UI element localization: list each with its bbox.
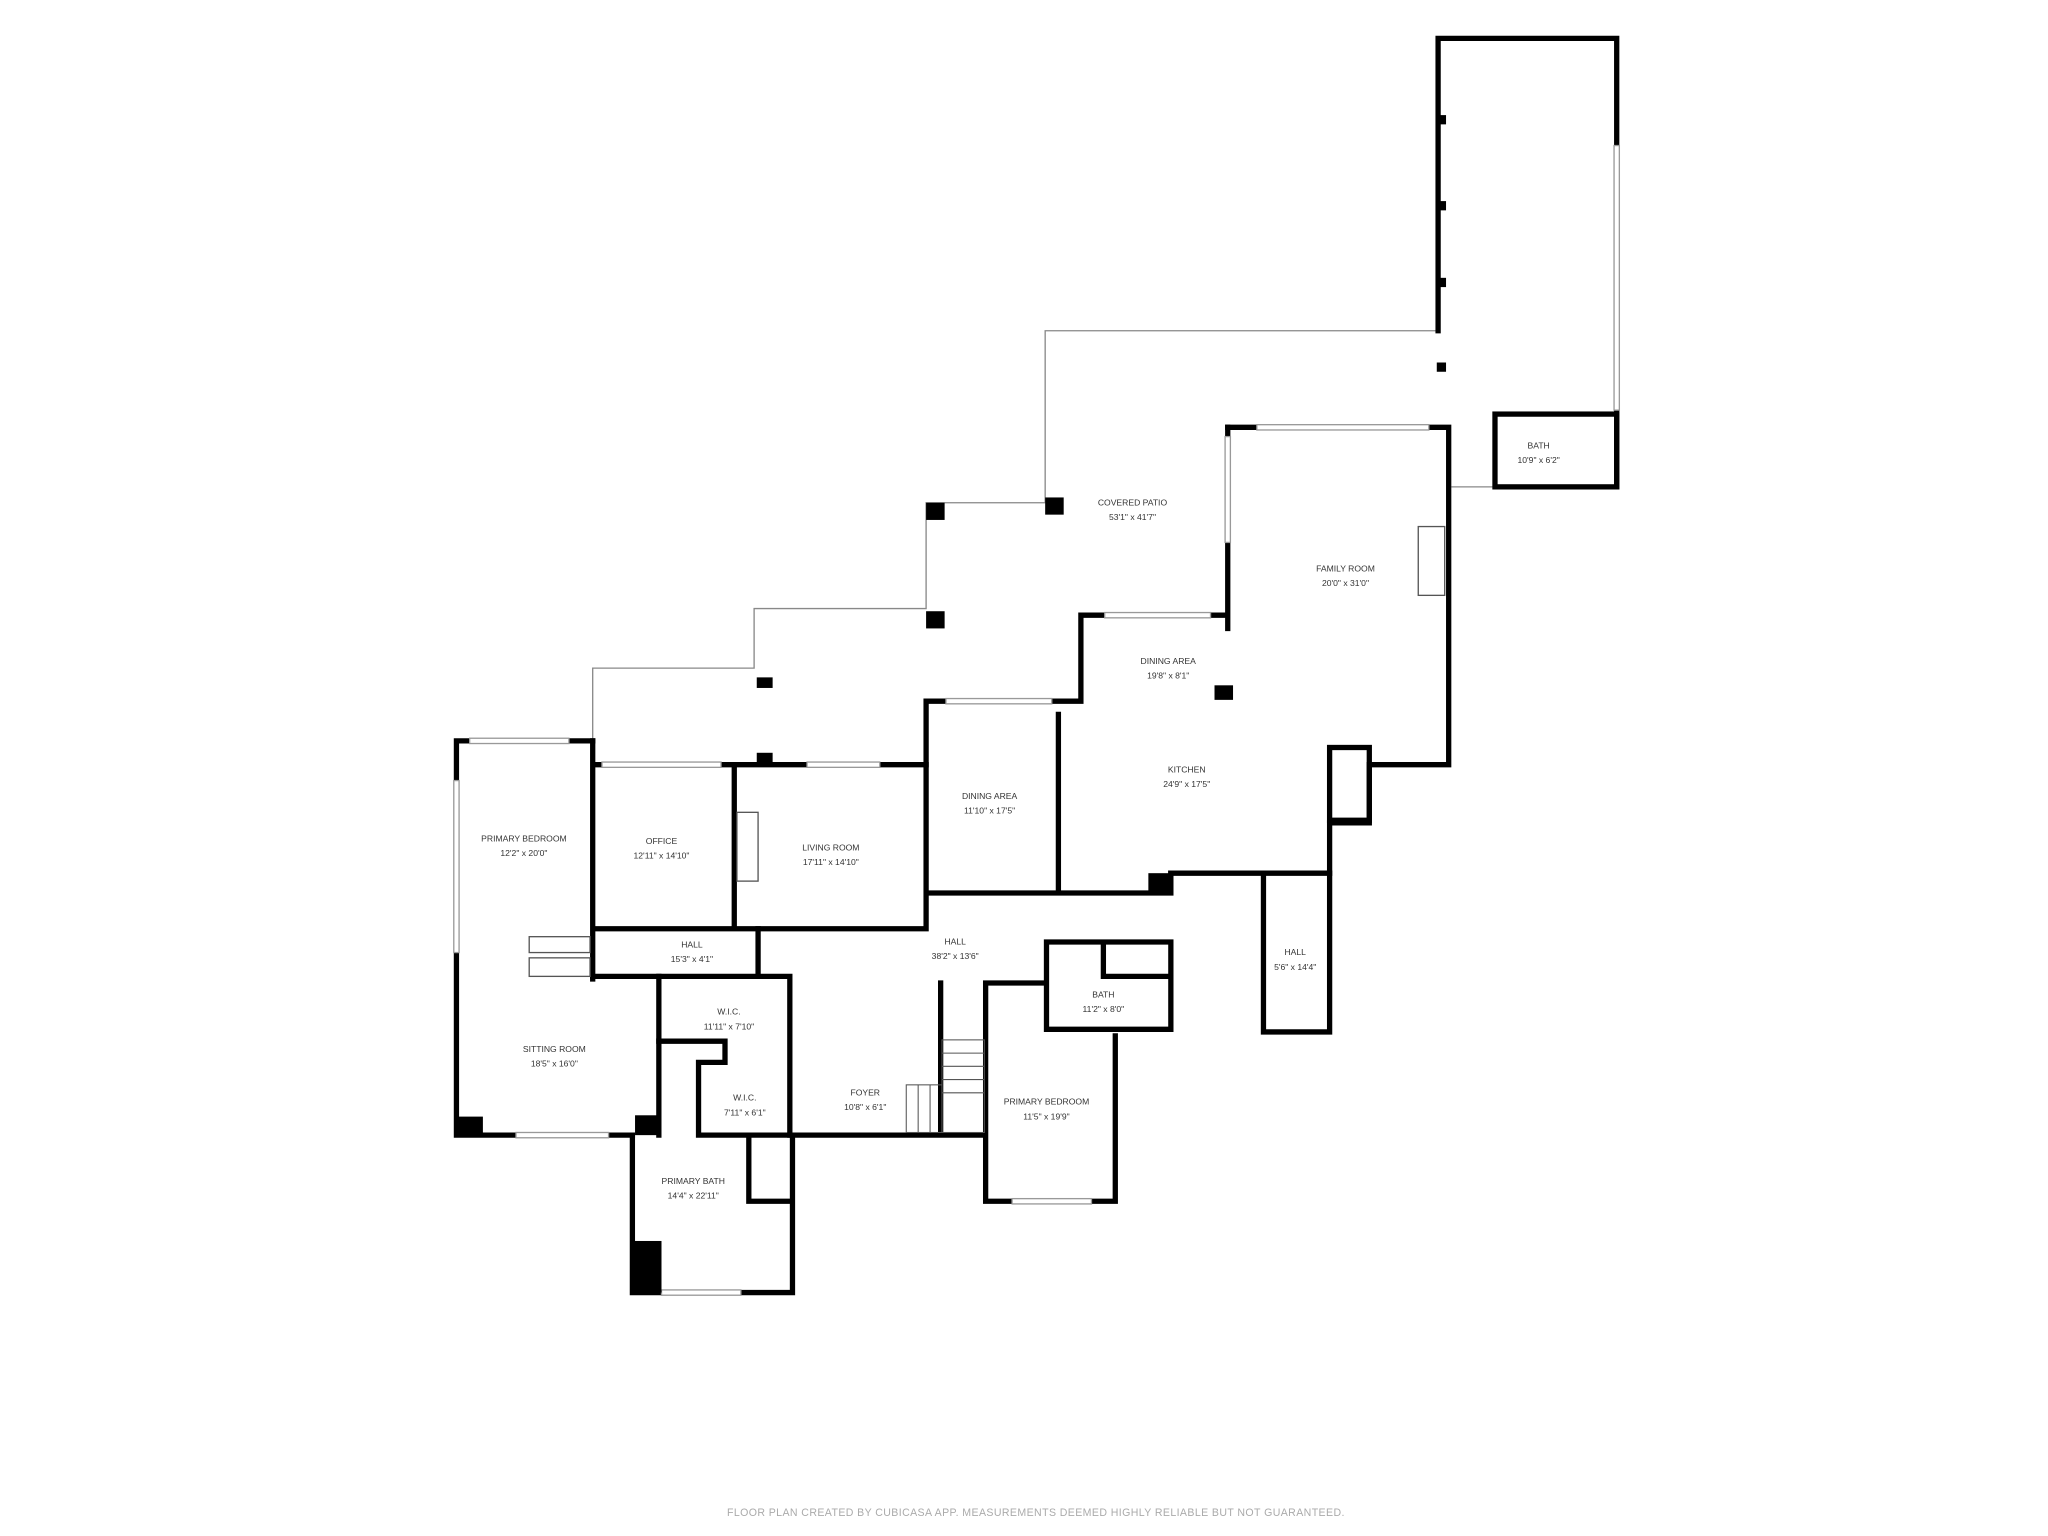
svg-text:10'9" x 6'2": 10'9" x 6'2" (1518, 455, 1560, 465)
svg-text:W.I.C.: W.I.C. (733, 1093, 756, 1103)
svg-text:DINING AREA: DINING AREA (962, 791, 1018, 801)
svg-text:12'11" x 14'10": 12'11" x 14'10" (634, 851, 690, 861)
room-label-hall-right: HALL 5'6" x 14'4" (1274, 947, 1316, 972)
bath-upper-walls (1492, 411, 1620, 490)
room-label-dining-area: DINING AREA 11'10" x 17'5" (962, 791, 1018, 816)
svg-text:24'9" x 17'5": 24'9" x 17'5" (1163, 779, 1210, 789)
room-label-foyer: FOYER 10'8" x 6'1" (844, 1087, 886, 1112)
svg-text:11'11" x 7'10": 11'11" x 7'10" (704, 1021, 755, 1031)
room-label-primary-bath: PRIMARY BATH 14'4" x 22'11" (662, 1176, 725, 1201)
svg-text:LIVING ROOM: LIVING ROOM (802, 843, 859, 853)
footer-disclaimer: FLOOR PLAN CREATED BY CUBICASA APP. MEAS… (727, 1507, 1345, 1519)
wic-walls (656, 1038, 793, 1138)
svg-text:7'11" x 6'1": 7'11" x 6'1" (724, 1107, 766, 1117)
svg-text:HALL: HALL (1284, 947, 1306, 957)
pantry-walls (1326, 744, 1372, 823)
svg-text:PRIMARY BEDROOM: PRIMARY BEDROOM (1004, 1097, 1089, 1107)
room-label-living-room: LIVING ROOM 17'11" x 14'10" (802, 843, 859, 868)
windows (453, 144, 1621, 1296)
room-label-sitting-room: SITTING ROOM 18'5" x 16'0" (523, 1044, 586, 1069)
svg-text:5'6" x 14'4": 5'6" x 14'4" (1274, 962, 1316, 972)
svg-text:FOYER: FOYER (850, 1087, 880, 1097)
svg-text:18'5" x 16'0": 18'5" x 16'0" (531, 1058, 578, 1068)
room-label-covered-patio: COVERED PATIO 53'1" x 41'7" (1098, 497, 1168, 522)
svg-text:15'3" x 4'1": 15'3" x 4'1" (671, 954, 713, 964)
room-label-bath-upper: BATH 10'9" x 6'2" (1518, 440, 1560, 465)
room-label-family-room: FAMILY ROOM 20'0" x 31'0" (1316, 564, 1375, 589)
family-room-walls (1168, 424, 1452, 876)
room-label-bath: BATH 11'2" x 8'0" (1083, 990, 1125, 1015)
svg-text:11'5" x 19'9": 11'5" x 19'9" (1023, 1111, 1069, 1121)
svg-text:OFFICE: OFFICE (646, 836, 678, 846)
svg-text:38'2" x 13'6": 38'2" x 13'6" (932, 951, 979, 961)
room-label-primary-bedroom: PRIMARY BEDROOM 12'2" x 20'0" (481, 833, 566, 858)
room-label-wic-small: W.I.C. 7'11" x 6'1" (724, 1093, 766, 1118)
svg-text:FAMILY ROOM: FAMILY ROOM (1316, 564, 1375, 574)
stairs-icon (905, 1039, 985, 1134)
foyer-walls (789, 980, 1118, 1204)
patio-posts (756, 115, 1447, 765)
bath-walls (1043, 939, 1174, 1032)
svg-text:PRIMARY BATH: PRIMARY BATH (662, 1176, 725, 1186)
patio-wall (1435, 35, 1620, 490)
corner-columns (456, 873, 1173, 1293)
room-label-wic-large: W.I.C. 11'11" x 7'10" (704, 1007, 755, 1032)
svg-text:11'10" x 17'5": 11'10" x 17'5" (964, 806, 1015, 816)
room-label-primary-bedroom-2: PRIMARY BEDROOM 11'5" x 19'9" (1004, 1097, 1089, 1122)
room-label-hall-small: HALL 15'3" x 4'1" (671, 939, 713, 964)
svg-text:HALL: HALL (944, 937, 966, 947)
hall-right-walls (1260, 870, 1333, 1035)
svg-text:W.I.C.: W.I.C. (717, 1007, 740, 1017)
svg-text:KITCHEN: KITCHEN (1168, 765, 1206, 775)
dining-area-walls (923, 424, 1231, 768)
covered-patio-outline (592, 330, 1439, 765)
svg-text:BATH: BATH (1528, 440, 1550, 450)
svg-text:HALL: HALL (681, 939, 703, 949)
fireplace-icon (528, 525, 1446, 978)
svg-text:19'8" x 8'1": 19'8" x 8'1" (1147, 671, 1189, 681)
svg-text:10'8" x 6'1": 10'8" x 6'1" (844, 1102, 886, 1112)
svg-text:20'0" x 31'0": 20'0" x 31'0" (1322, 578, 1369, 588)
room-label-hall-main: HALL 38'2" x 13'6" (932, 937, 979, 962)
svg-text:14'4" x 22'11": 14'4" x 22'11" (668, 1191, 719, 1201)
svg-text:BATH: BATH (1092, 990, 1114, 1000)
svg-text:12'2" x 20'0": 12'2" x 20'0" (500, 848, 547, 858)
svg-text:DINING AREA: DINING AREA (1141, 656, 1197, 666)
svg-text:17'11" x 14'10": 17'11" x 14'10" (803, 857, 859, 867)
room-label-office: OFFICE 12'11" x 14'10" (634, 836, 690, 861)
hall-walls (590, 711, 1174, 1138)
svg-text:11'2" x 8'0": 11'2" x 8'0" (1083, 1004, 1125, 1014)
svg-text:PRIMARY BEDROOM: PRIMARY BEDROOM (481, 833, 566, 843)
svg-text:COVERED PATIO: COVERED PATIO (1098, 497, 1168, 507)
room-label-dining-area-kitchen: DINING AREA 19'8" x 8'1" (1141, 656, 1197, 681)
svg-text:SITTING ROOM: SITTING ROOM (523, 1044, 586, 1054)
room-label-kitchen: KITCHEN 24'9" x 17'5" (1163, 765, 1210, 790)
svg-text:53'1" x 41'7": 53'1" x 41'7" (1109, 512, 1156, 522)
